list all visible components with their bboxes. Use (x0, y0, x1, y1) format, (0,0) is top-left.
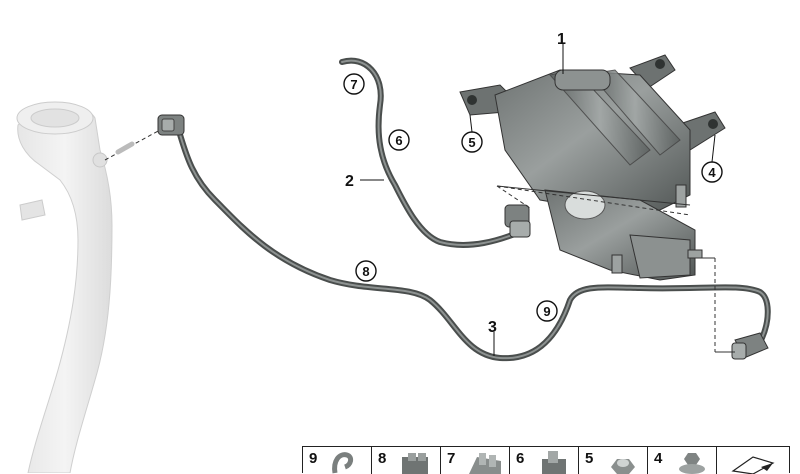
callout-8-circle: 8 (355, 260, 377, 282)
callout-4-circle: 4 (701, 161, 723, 183)
callout-7-circle: 7 (343, 73, 365, 95)
legend-cell[interactable]: 7 (441, 447, 510, 474)
legend-number: 4 (654, 450, 663, 467)
parts-legend: 9 8 7 6 5 4 (302, 446, 790, 474)
callout-7: 7 (350, 77, 357, 92)
legend-cell[interactable] (717, 447, 789, 474)
callout-3: 3 (488, 319, 497, 336)
callout-5-circle: 5 (461, 131, 483, 153)
legend-number: 7 (447, 450, 456, 467)
double-clip-icon (469, 453, 501, 474)
legend-cell[interactable]: 8 (372, 447, 441, 474)
legend-cell[interactable]: 4 (648, 447, 717, 474)
callout-6-circle: 6 (388, 129, 410, 151)
legend-number: 8 (378, 450, 387, 467)
callout-6: 6 (395, 133, 402, 148)
callout-5: 5 (468, 135, 475, 150)
legend-cell[interactable]: 5 (579, 447, 648, 474)
collar-nut-icon (679, 453, 705, 474)
callout-4: 4 (708, 165, 716, 180)
plastic-clip-icon (402, 453, 428, 474)
carbon-canister (459, 54, 726, 281)
callout-9: 9 (543, 304, 550, 319)
callout-9-circle: 9 (536, 300, 558, 322)
legend-number: 6 (516, 450, 525, 467)
connector-left (157, 114, 185, 136)
legend-number: 9 (309, 450, 318, 467)
callout-1: 1 (557, 31, 566, 48)
shim-plate-icon (731, 456, 775, 474)
callout-leaders (360, 44, 716, 356)
neck-nipple (115, 141, 135, 155)
hex-nut-icon (611, 459, 635, 474)
legend-number: 5 (585, 450, 594, 467)
filler-neck-ghost (16, 101, 113, 473)
vent-line-2 (339, 57, 523, 248)
vent-line-3 (175, 125, 771, 362)
callout-8: 8 (362, 264, 369, 279)
hose-clip-icon (332, 452, 354, 474)
connector-right (731, 332, 769, 360)
legend-cell[interactable]: 6 (510, 447, 579, 474)
holder-clip-icon (542, 451, 566, 474)
callout-2: 2 (345, 173, 354, 190)
connector-line2 (504, 204, 531, 238)
legend-cell[interactable]: 9 (303, 447, 372, 474)
leaders-dashed-canister (496, 185, 735, 353)
